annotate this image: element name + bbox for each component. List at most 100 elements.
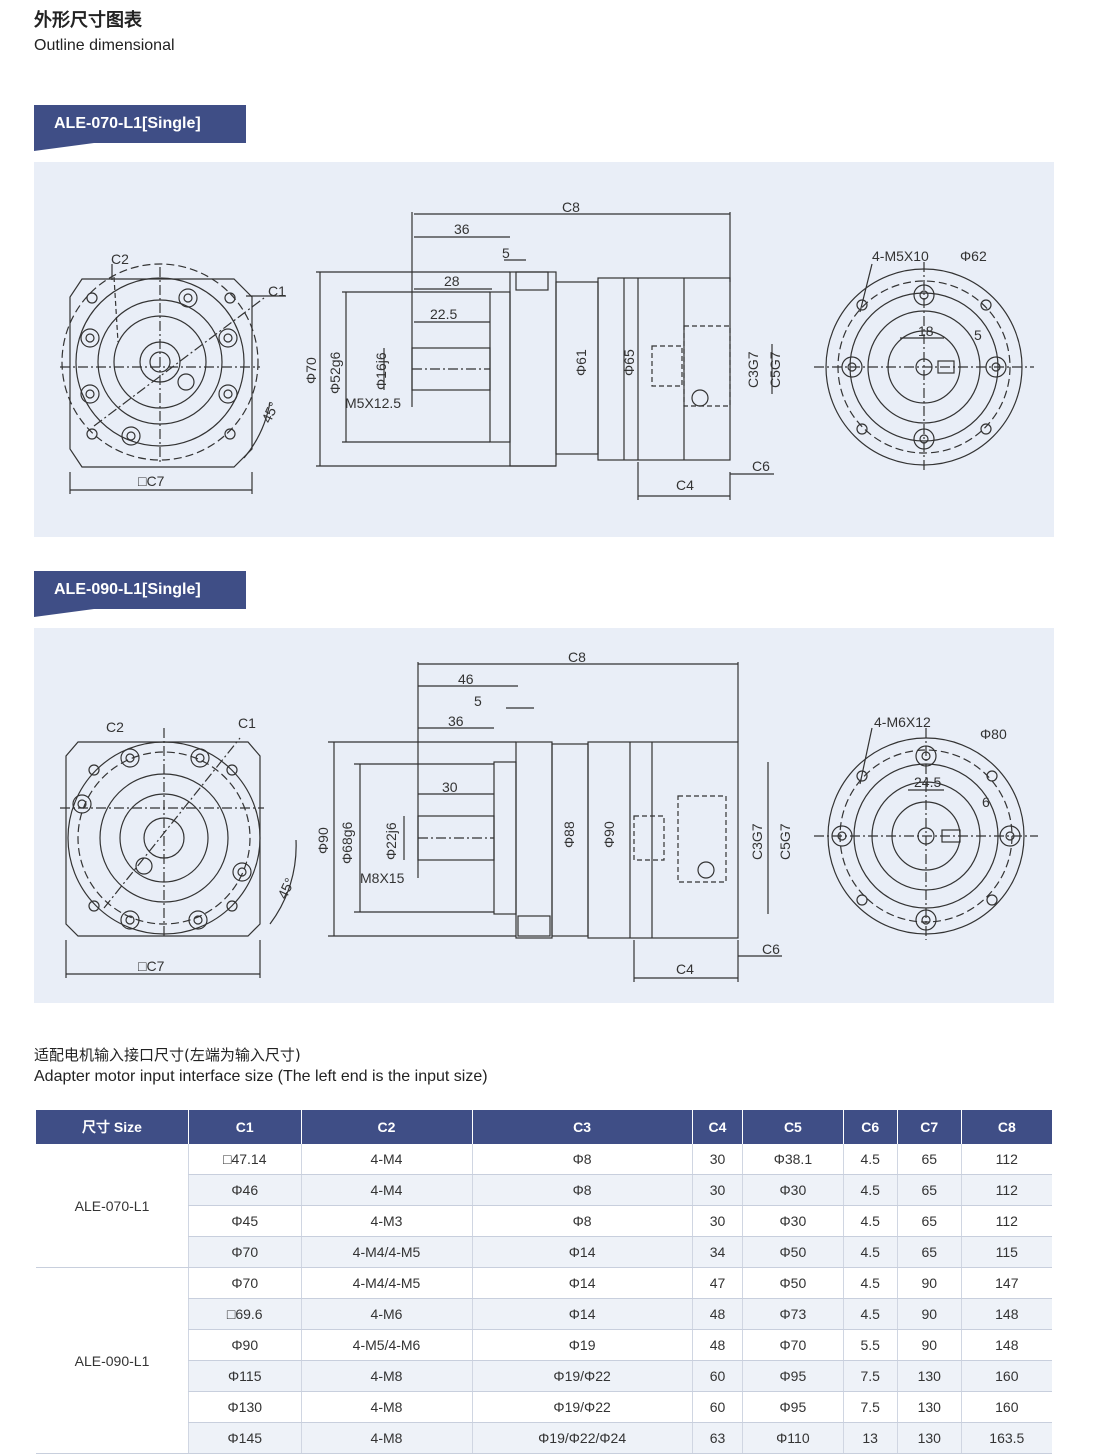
- table-row: Φ46 4-M4 Φ8 30 Φ30 4.5 65 112: [36, 1174, 1052, 1206]
- header-c1: C1: [188, 1110, 302, 1144]
- label-c4: C4: [676, 961, 694, 977]
- cell: 4.5: [842, 1205, 898, 1237]
- cell: 4-M5/4-M6: [300, 1329, 473, 1361]
- label-phi80: Φ80: [980, 726, 1007, 742]
- cell: 4.5: [842, 1144, 898, 1175]
- label-c3: C3G7: [745, 351, 761, 388]
- cell: 60: [691, 1360, 743, 1392]
- cell: Φ38.1: [742, 1144, 843, 1175]
- table-row: Φ130 4-M8 Φ19/Φ22 60 Φ95 7.5 130 160: [36, 1391, 1052, 1423]
- cell: Φ8: [471, 1174, 693, 1206]
- header-c2: C2: [301, 1110, 473, 1144]
- drawing-070: C2 C1 45° □C7 C8 36 5 28 22.5 Φ70 Φ52g6 …: [60, 199, 1034, 500]
- cell: 90: [896, 1267, 962, 1299]
- label-phi90: Φ90: [315, 827, 331, 854]
- label-phi90b: Φ90: [601, 821, 617, 848]
- label-c1: C1: [268, 283, 286, 299]
- cell: 7.5: [842, 1360, 898, 1392]
- cell: Φ95: [742, 1391, 843, 1423]
- cell: 60: [691, 1391, 743, 1423]
- table-title-zh: 适配电机输入接口尺寸(左端为输入尺寸): [34, 1046, 301, 1064]
- label-phi61: Φ61: [573, 349, 589, 376]
- label-c6: C6: [762, 941, 780, 957]
- label-m8: M8X15: [360, 870, 405, 886]
- cell: 48: [691, 1329, 743, 1361]
- cell: 65: [896, 1205, 962, 1237]
- drawing-panel-070: C2 C1 45° □C7 C8 36 5 28 22.5 Φ70 Φ52g6 …: [34, 162, 1054, 537]
- table-row: ALE-070-L1 □47.14 4-M4 Φ8 30 Φ38.1 4.5 6…: [36, 1144, 1052, 1268]
- cell: Φ115: [188, 1360, 301, 1392]
- cell: 4-M6: [300, 1298, 473, 1330]
- header-c3: C3: [472, 1110, 693, 1144]
- cell: 4-M4: [300, 1144, 473, 1175]
- cell: 130: [896, 1422, 962, 1454]
- cell: 112: [960, 1205, 1052, 1237]
- label-phi70: Φ70: [303, 357, 319, 384]
- label-c5: C5G7: [767, 351, 783, 388]
- cell: 30: [691, 1144, 743, 1175]
- side-view-070: [316, 212, 774, 500]
- cell: □69.6: [188, 1298, 301, 1330]
- table-row: □69.6 4-M6 Φ14 48 Φ73 4.5 90 148: [36, 1298, 1052, 1330]
- cell: 4-M4/4-M5: [300, 1267, 473, 1299]
- label-c7: □C7: [138, 473, 165, 489]
- label-36: 36: [448, 713, 464, 729]
- cell: Φ19: [471, 1329, 693, 1361]
- cell: 5.5: [842, 1329, 898, 1361]
- cell: 4.5: [842, 1267, 898, 1299]
- table-title-en: Adapter motor input interface size (The …: [34, 1068, 488, 1085]
- header-c8: C8: [961, 1110, 1052, 1144]
- cell: 47: [691, 1267, 743, 1299]
- cell: Φ130: [188, 1391, 301, 1423]
- cell: Φ70: [188, 1267, 301, 1299]
- label-key5: 5: [974, 327, 982, 343]
- cell: Φ8: [471, 1205, 693, 1237]
- label-24-5: 24.5: [914, 774, 941, 790]
- label-angle: 45°: [258, 399, 281, 425]
- drawing-panel-090: C2 C1 45° □C7 C8 46 5 36 30 Φ90 Φ68g6 Φ2…: [34, 628, 1054, 1003]
- cell: 148: [960, 1298, 1052, 1330]
- cell: 4-M8: [300, 1391, 473, 1423]
- table-row: Φ90 4-M5/4-M6 Φ19 48 Φ70 5.5 90 148: [36, 1329, 1052, 1361]
- cell: Φ30: [742, 1174, 843, 1206]
- label-phi65: Φ65: [621, 349, 637, 376]
- header-c7: C7: [897, 1110, 962, 1144]
- label-holes: 4-M5X10: [872, 248, 929, 264]
- dimension-table: 尺寸 Size C1 C2 C3 C4 C5 C6 C7 C8 ALE-070-…: [36, 1110, 1052, 1454]
- cell: 4.5: [842, 1174, 898, 1206]
- label-holes: 4-M6X12: [874, 714, 931, 730]
- cell: 4-M4: [300, 1174, 473, 1206]
- cell: 65: [896, 1144, 962, 1175]
- label-c2: C2: [106, 719, 124, 735]
- cell: Φ70: [188, 1236, 301, 1268]
- cell: Φ50: [742, 1236, 843, 1268]
- cell: Φ95: [742, 1360, 843, 1392]
- cell: 90: [896, 1329, 962, 1361]
- label-phi52: Φ52g6: [327, 351, 343, 394]
- cell: 160: [960, 1391, 1052, 1423]
- cell: 112: [960, 1144, 1052, 1175]
- label-phi22: Φ22j6: [383, 822, 399, 860]
- side-view-090: [328, 662, 782, 982]
- cell: 63: [691, 1422, 743, 1454]
- label-angle: 45°: [274, 875, 297, 901]
- cell: Φ14: [471, 1236, 693, 1268]
- cell: 30: [691, 1205, 743, 1237]
- label-c5: C5G7: [777, 823, 793, 860]
- cell: 115: [960, 1236, 1052, 1268]
- label-46: 46: [458, 671, 474, 687]
- label-c8: C8: [568, 649, 586, 665]
- cell: □47.14: [188, 1144, 301, 1175]
- label-22-5: 22.5: [430, 306, 457, 322]
- header-size: 尺寸 Size: [36, 1110, 189, 1144]
- cell: 7.5: [842, 1391, 898, 1423]
- cell: Φ8: [471, 1144, 693, 1175]
- cell: Φ19/Φ22: [471, 1360, 693, 1392]
- label-c1: C1: [238, 715, 256, 731]
- label-5: 5: [474, 693, 482, 709]
- cell: 4-M3: [300, 1205, 473, 1237]
- label-c6: C6: [752, 458, 770, 474]
- cell: 30: [691, 1174, 743, 1206]
- table-row: ALE-090-L1 Φ70 4-M4/4-M5 Φ14 47 Φ50 4.5 …: [36, 1267, 1052, 1454]
- cell: 148: [960, 1329, 1052, 1361]
